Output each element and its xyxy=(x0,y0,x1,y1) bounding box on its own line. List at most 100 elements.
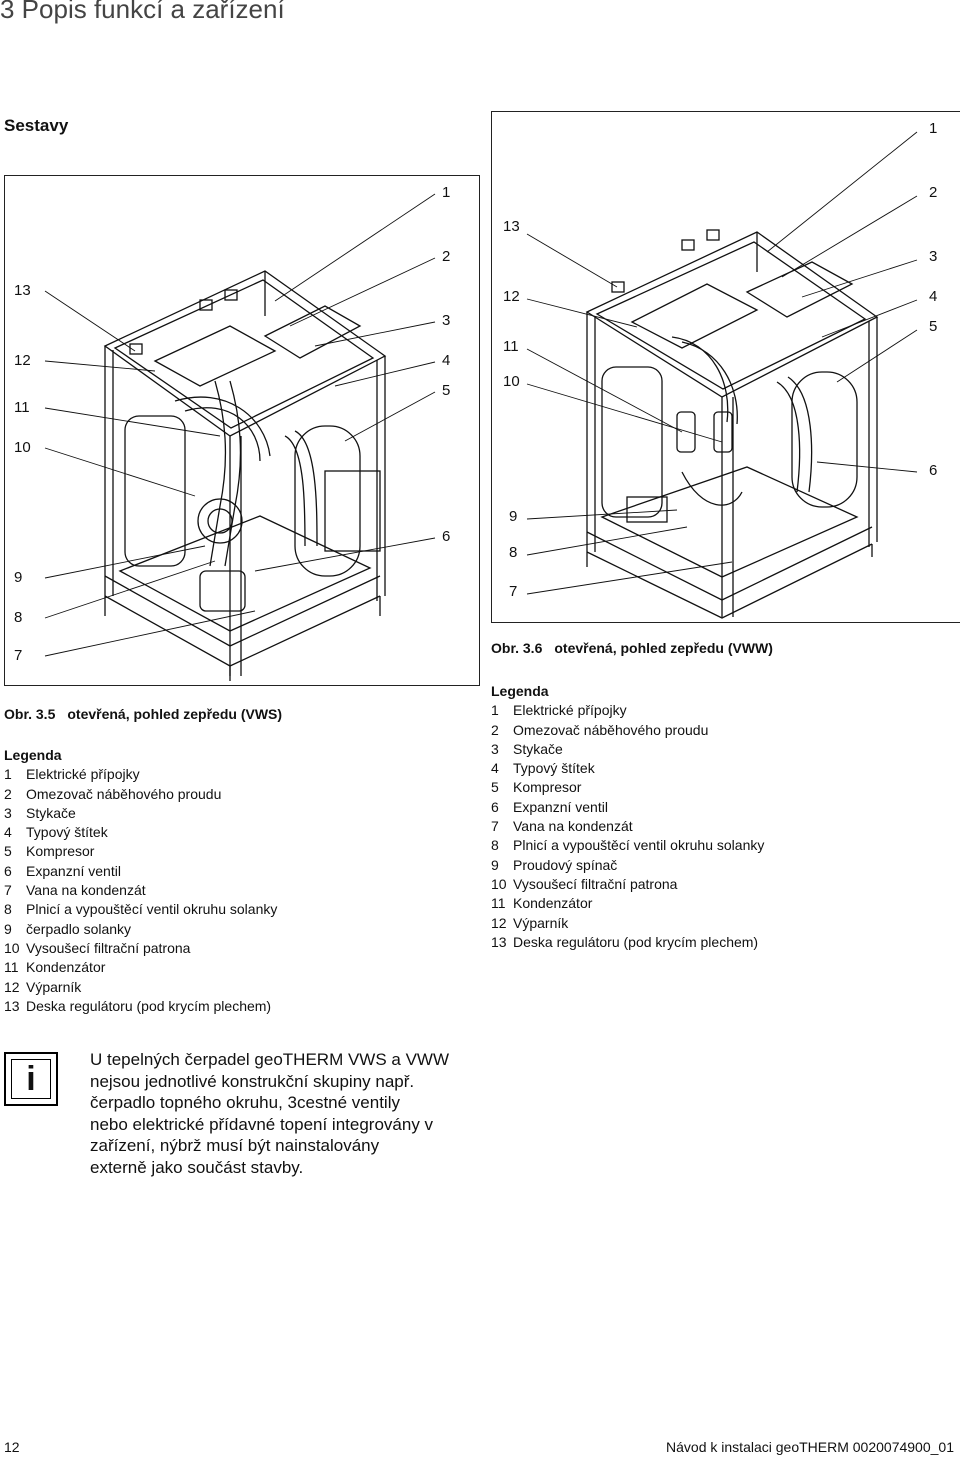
legend-item: 9 čerpadlo solanky xyxy=(4,920,474,939)
legend-item-text: Kondenzátor xyxy=(513,895,593,912)
legend-item-text: Kompresor xyxy=(513,779,582,796)
legend-item-text: Elektrické přípojky xyxy=(513,702,627,719)
callout-1: 1 xyxy=(442,184,451,201)
callout-4: 4 xyxy=(929,288,938,305)
info-note-line: čerpadlo topného okruhu, 3cestné ventily xyxy=(90,1093,400,1112)
info-note-line: nebo elektrické přídavné topení integrov… xyxy=(90,1114,434,1134)
legend-item-number: 5 xyxy=(491,779,499,796)
legend-item-text: Plnicí a vypouštěcí ventil okruhu solank… xyxy=(26,901,278,918)
legend-item-text: Typový štítek xyxy=(513,760,595,777)
callout-5: 5 xyxy=(442,382,451,399)
legend-item-text: Deska regulátoru (pod krycím plechem) xyxy=(26,997,272,1014)
callout-11: 11 xyxy=(14,399,30,416)
legend-item: 2 Omezovač náběhového proudu xyxy=(4,785,474,804)
legend-item-number: 3 xyxy=(491,740,499,757)
legend-item-number: 8 xyxy=(491,837,499,854)
callout-3: 3 xyxy=(442,312,451,329)
legend-item-text: čerpadlo solanky xyxy=(26,920,132,937)
legend-item-number: 6 xyxy=(491,798,499,815)
legend-item-number: 1 xyxy=(4,766,12,783)
legend-item-text: Elektrické přípojky xyxy=(26,766,140,783)
legend-item-text: Vana na kondenzát xyxy=(26,882,146,899)
legend-item: 7 Vana na kondenzát xyxy=(4,881,474,900)
caption-text: otevřená, pohled zepředu (VWW) xyxy=(554,640,773,656)
legend-item-number: 5 xyxy=(4,843,12,860)
legend-item-text: Kondenzátor xyxy=(26,959,106,976)
callout-10: 10 xyxy=(503,373,520,390)
legend-item: 7 Vana na kondenzát xyxy=(491,817,951,836)
unit-drawing-vws xyxy=(44,193,436,681)
page-number: 12 xyxy=(4,1439,20,1455)
legend-item-number: 4 xyxy=(4,824,12,841)
legend-item-number: 7 xyxy=(491,818,499,835)
callout-9: 9 xyxy=(14,569,23,586)
info-note-line: externě jako součást stavby. xyxy=(90,1157,304,1177)
legend-item-text: Omezovač náběhového proudu xyxy=(26,785,222,802)
legend-item-number: 10 xyxy=(4,939,20,956)
legend-item-number: 11 xyxy=(491,895,506,912)
legend-item-text: Expanzní ventil xyxy=(26,862,121,879)
legend-item-number: 11 xyxy=(4,959,19,976)
legend-item-text: Stykače xyxy=(513,740,563,757)
legend-item: 8 Plnicí a vypouštěcí ventil okruhu solan… xyxy=(491,836,951,855)
legend-item-number: 2 xyxy=(4,785,12,802)
legend-item-number: 12 xyxy=(4,978,20,995)
info-icon-glyph: i xyxy=(11,1059,51,1099)
legend-item-text: Vana na kondenzát xyxy=(513,818,633,835)
legend-item-text: Výparník xyxy=(26,978,82,995)
callout-13: 13 xyxy=(503,218,520,235)
legend-item: 12 Výparník xyxy=(4,978,474,997)
legend-item-text: Typový štítek xyxy=(26,824,108,841)
legend-item: 12 Výparník xyxy=(491,914,951,933)
info-note-line: zařízení, nýbrž musí být nainstalovány xyxy=(90,1136,380,1155)
legend-item: 5 Kompresor xyxy=(491,778,951,797)
legend-item-text: Expanzní ventil xyxy=(513,798,608,815)
legend-item: 13 Deska regulátoru (pod krycím plechem) xyxy=(4,997,474,1016)
legend-item-text: Deska regulátoru (pod krycím plechem) xyxy=(513,933,759,950)
legend-item-number: 12 xyxy=(491,914,507,931)
legend-item: 8 Plnicí a vypouštěcí ventil okruhu solan… xyxy=(4,900,474,919)
legend-item-number: 9 xyxy=(4,920,12,937)
legend-item-text: Stykače xyxy=(26,804,76,821)
callout-13: 13 xyxy=(14,282,31,299)
legend-item-number: 7 xyxy=(4,882,12,899)
legend-item-number: 1 xyxy=(491,702,499,719)
legend-item: 4 Typový štítek xyxy=(4,823,474,842)
callout-9: 9 xyxy=(509,508,518,525)
callout-3: 3 xyxy=(929,248,938,265)
callout-8: 8 xyxy=(509,544,518,561)
callout-1: 1 xyxy=(929,120,938,137)
figure-vws xyxy=(4,175,480,686)
callout-2: 2 xyxy=(442,248,451,265)
legend-item-number: 13 xyxy=(4,997,20,1014)
unit-drawing-vww xyxy=(526,131,918,619)
callout-2: 2 xyxy=(929,184,938,201)
legend-item: 11 Kondenzátor xyxy=(4,958,474,977)
caption-text: otevřená, pohled zepředu (VWS) xyxy=(67,706,283,722)
callout-4: 4 xyxy=(442,352,451,369)
chapter-title: 3 Popis funkcí a zařízení xyxy=(0,0,285,24)
legend-item-text: Plnicí a vypouštěcí ventil okruhu solank… xyxy=(513,837,765,854)
callout-6: 6 xyxy=(929,462,938,479)
legend-item-text: Výparník xyxy=(513,914,569,931)
info-note-line: U tepelných čerpadel geoTHERM VWS a VWW xyxy=(90,1050,450,1069)
legend-item: 1 Elektrické přípojky xyxy=(491,701,951,720)
legend-item-number: 6 xyxy=(4,862,12,879)
legend-item: 1 Elektrické přípojky xyxy=(4,765,474,784)
callout-12: 12 xyxy=(14,352,31,369)
info-icon: i xyxy=(4,1052,58,1106)
callout-7: 7 xyxy=(509,583,518,600)
callout-10: 10 xyxy=(14,439,31,456)
callout-12: 12 xyxy=(503,288,520,305)
legend-item: 6 Expanzní ventil xyxy=(4,862,474,881)
legend-item-number: 8 xyxy=(4,901,12,918)
legend-item-number: 10 xyxy=(491,875,507,892)
